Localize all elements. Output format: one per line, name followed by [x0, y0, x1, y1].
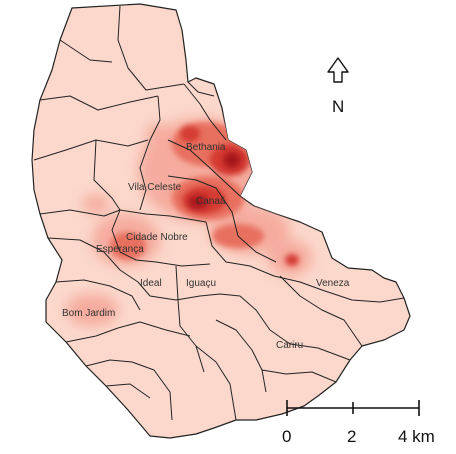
north-arrow-icon — [327, 57, 349, 83]
label-bom-jardim: Bom Jardim — [62, 308, 115, 319]
label-bethania: Bethania — [186, 142, 226, 153]
scale-tick-0: 0 — [282, 427, 291, 446]
label-vila-celeste: Vila Celeste — [128, 182, 182, 193]
scale-bar — [286, 400, 420, 416]
scale-tick-2: 2 — [347, 427, 356, 446]
district-boundaries — [33, 5, 405, 421]
north-arrow: N — [327, 57, 349, 116]
label-esperanca: Esperança — [96, 244, 144, 255]
label-cariru: Cariru — [276, 340, 303, 351]
label-veneza: Veneza — [316, 278, 350, 289]
district-labels: Bethania Vila Celeste Canaã Cidade Nobre… — [62, 142, 350, 351]
label-iguacu: Iguaçu — [186, 278, 216, 289]
scale-tick-4km: 4 km — [398, 427, 435, 446]
label-ideal: Ideal — [140, 278, 162, 289]
north-label: N — [332, 97, 344, 116]
label-cidade-nobre: Cidade Nobre — [126, 232, 188, 243]
label-canaa: Canaã — [196, 196, 226, 207]
